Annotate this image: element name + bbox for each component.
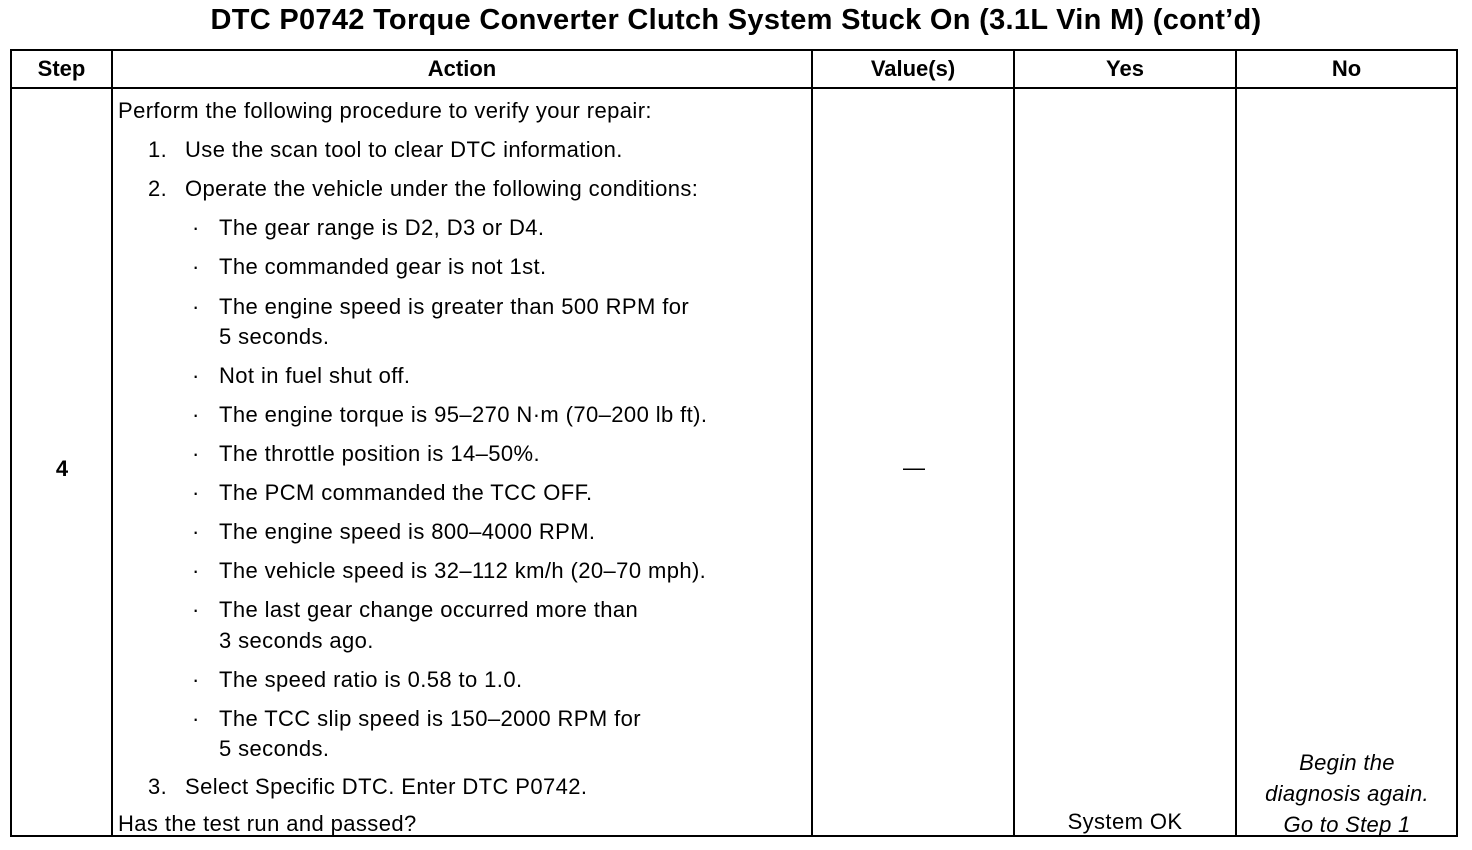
header-action: Action [427,56,497,81]
bullet-icon: · [192,215,200,240]
condition-engine-speed-range: The engine speed is 800–4000 RPM. [219,519,596,544]
condition-throttle-position: The throttle position is 14–50%. [219,441,540,466]
condition-tcc-slip-speed: The TCC slip speed is 150–2000 RPM for [219,706,641,731]
condition-vehicle-speed: The vehicle speed is 32–112 km/h (20–70 … [219,558,707,583]
bullet-icon: · [192,480,200,505]
condition-fuel-shut-off: Not in fuel shut off. [219,363,411,388]
column-divider [1013,51,1015,835]
bullet-icon: · [192,363,200,388]
condition-engine-speed-500: The engine speed is greater than 500 RPM… [219,294,690,319]
step-1-text: Use the scan tool to clear DTC informati… [185,137,623,162]
no-result: Begin the diagnosis again. Go to Step 1 [1237,747,1457,840]
condition-speed-ratio: The speed ratio is 0.58 to 1.0. [219,667,523,692]
step-number: 4 [55,456,69,481]
step-2-number: 2. [148,176,168,201]
bullet-icon: · [192,294,200,319]
bullet-icon: · [192,667,200,692]
no-result-line-3: Go to Step 1 [1283,812,1411,837]
condition-commanded-gear: The commanded gear is not 1st. [219,254,547,279]
bullet-icon: · [192,597,200,622]
bullet-icon: · [192,402,200,427]
value-dash: — [903,455,925,480]
column-divider [111,51,113,835]
no-result-line-2: diagnosis again. [1265,781,1429,806]
condition-gear-range: The gear range is D2, D3 or D4. [219,215,545,240]
page-title: DTC P0742 Torque Converter Clutch System… [210,4,1262,36]
bullet-icon: · [192,519,200,544]
header-step: Step [37,56,86,81]
step-1-number: 1. [148,137,168,162]
action-intro: Perform the following procedure to verif… [118,98,652,123]
header-no: No [1331,56,1362,81]
column-divider [1235,51,1237,835]
step-2-text: Operate the vehicle under the following … [185,176,699,201]
condition-pcm-tcc-off: The PCM commanded the TCC OFF. [219,480,593,505]
condition-tcc-slip-speed-cont: 5 seconds. [219,736,330,761]
bullet-icon: · [192,254,200,279]
header-yes: Yes [1106,56,1144,81]
step-3-number: 3. [148,774,168,799]
bullet-icon: · [192,706,200,731]
step-3-text: Select Specific DTC. Enter DTC P0742. [185,774,588,799]
header-values: Value(s) [870,56,956,81]
condition-last-gear-change-cont: 3 seconds ago. [219,628,374,653]
column-divider [811,51,813,835]
bullet-icon: · [192,558,200,583]
no-result-line-1: Begin the [1299,750,1395,775]
condition-engine-speed-500-cont: 5 seconds. [219,324,330,349]
bullet-icon: · [192,441,200,466]
diagnostic-table: Step Action Value(s) Yes No 4 Perform th… [10,49,1458,837]
header-divider [12,87,1456,89]
action-question: Has the test run and passed? [118,811,417,836]
condition-engine-torque: The engine torque is 95–270 N·m (70–200 … [219,402,708,427]
condition-last-gear-change: The last gear change occurred more than [219,597,639,622]
yes-result: System OK [1067,809,1183,834]
